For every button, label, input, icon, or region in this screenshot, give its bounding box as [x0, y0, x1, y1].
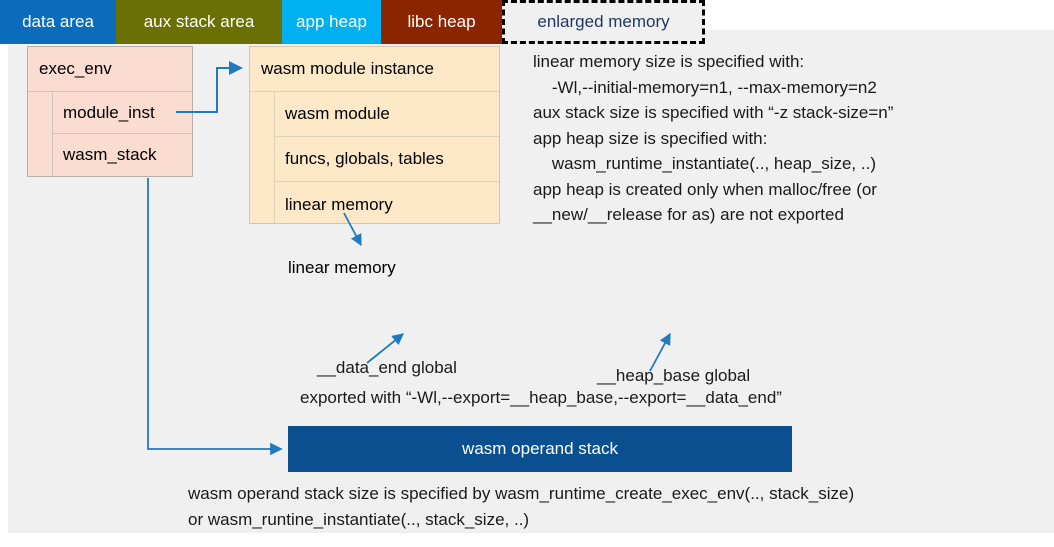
wasm-operand-stack-box: wasm operand stack: [288, 426, 792, 472]
memory-segment-data-area: data area: [0, 0, 116, 44]
memory-segment-label: enlarged memory: [537, 12, 670, 31]
data-end-label: __data_end global: [317, 358, 457, 377]
linear-memory-caption: linear memory: [288, 258, 396, 277]
wmi-row-linear-memory: linear memory: [285, 194, 393, 214]
memory-segment-label: libc heap: [407, 12, 476, 31]
heap-base-label: __heap_base global: [597, 366, 751, 385]
exec-env-header: exec_env: [28, 47, 192, 92]
operand-stack-note: wasm operand stack size is specified by …: [188, 484, 855, 529]
exec-env-row-module-inst: module_inst: [53, 92, 192, 134]
exported-with-label: exported with “-Wl,--export=__heap_base,…: [300, 388, 782, 407]
wmi-row-wasm-module: wasm module: [275, 92, 499, 137]
exec-env-gutter: [28, 92, 53, 176]
memory-segment-aux-stack-area: aux stack area: [116, 0, 282, 44]
wasm-module-instance-gutter: [250, 92, 275, 223]
wasm-module-instance-box: wasm module instance wasm module funcs, …: [249, 46, 500, 224]
memory-segment-label: aux stack area: [143, 12, 255, 31]
wmi-row-funcs-globals-tables: funcs, globals, tables: [275, 137, 499, 182]
memory-config-notes: linear memory size is specified with: -W…: [533, 52, 894, 224]
wasm-module-instance-header: wasm module instance: [250, 47, 499, 92]
memory-segment-label: data area: [22, 12, 94, 31]
memory-segment-app-heap: app heap: [282, 0, 381, 44]
memory-segment-enlarged-memory: enlarged memory: [502, 0, 705, 44]
memory-segment-label: app heap: [296, 12, 367, 31]
exec-env-row-wasm-stack: wasm_stack: [63, 145, 157, 164]
memory-segment-libc-heap: libc heap: [381, 0, 502, 44]
linear-memory-bar: data area aux stack area app heap libc heap…: [0, 0, 705, 44]
exec-env-box: exec_env module_inst wasm_stack: [27, 46, 193, 177]
